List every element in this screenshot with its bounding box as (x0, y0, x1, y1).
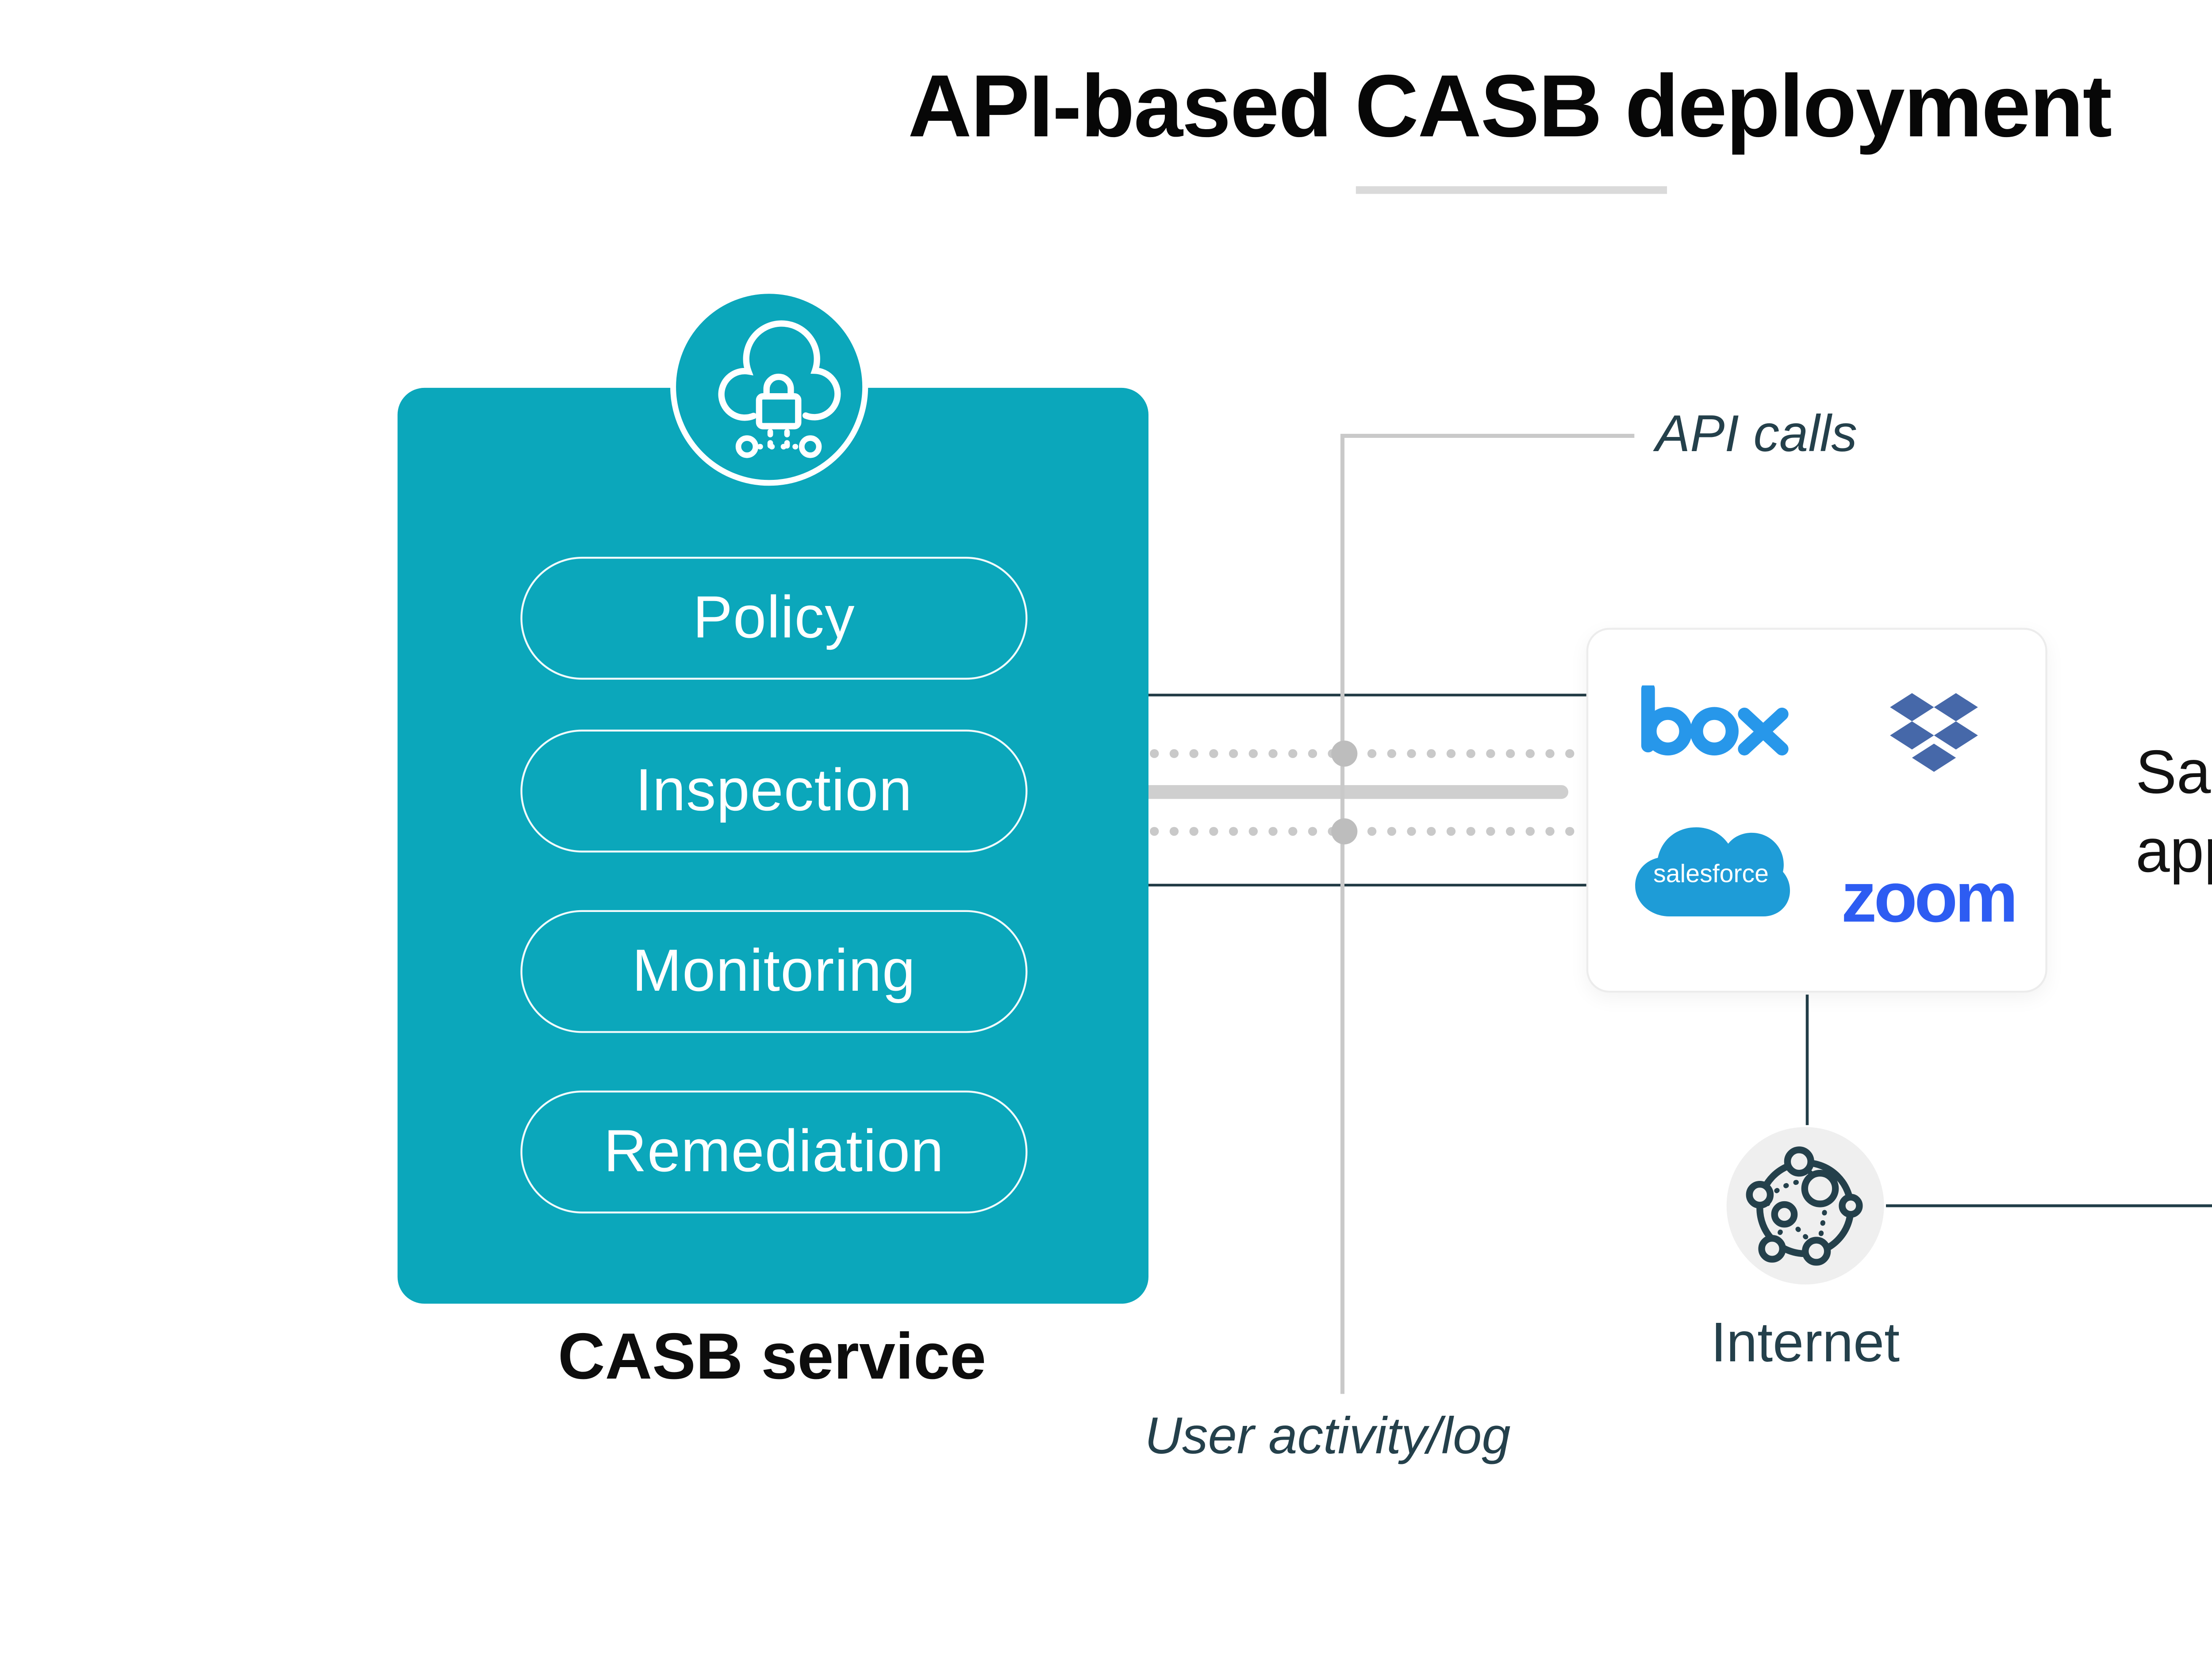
casb-service-label: CASB service (558, 1321, 987, 1394)
internet-badge (1726, 1127, 1884, 1285)
title-underline (1356, 186, 1667, 195)
dropbox-logo-icon (1890, 693, 1978, 772)
pill-policy-label: Policy (693, 583, 855, 651)
user-activity-label: User activity/log (1144, 1407, 1511, 1465)
api-calls-label: API calls (1655, 405, 1858, 463)
page-title: API-based CASB deployment (908, 55, 2112, 156)
pill-inspection: Inspection (520, 729, 1028, 853)
salesforce-logo-text: salesforce (1653, 859, 1769, 888)
pill-monitoring-label: Monitoring (632, 937, 916, 1004)
internet-network-icon (1746, 1146, 1863, 1266)
pill-policy: Policy (520, 556, 1028, 680)
sanctioned-apps-card (1586, 628, 2047, 993)
pill-remediation: Remediation (520, 1090, 1028, 1214)
sanctioned-apps-label: Sanctioned apps (2135, 737, 2212, 885)
cloud-lock-badge (670, 288, 868, 486)
salesforce-logo-icon: salesforce (1635, 827, 1790, 917)
cloud-lock-icon (718, 320, 841, 458)
pill-monitoring: Monitoring (520, 910, 1028, 1033)
pill-remediation-label: Remediation (603, 1117, 945, 1185)
node-dot-top (1331, 740, 1358, 767)
pill-inspection-label: Inspection (635, 756, 913, 824)
box-logo-icon (1641, 685, 1789, 756)
zoom-logo-text: zoom (1841, 858, 2018, 937)
internet-label: Internet (1711, 1313, 1900, 1375)
node-dot-bottom (1331, 818, 1358, 845)
api-calls-connector (1340, 433, 1635, 1394)
